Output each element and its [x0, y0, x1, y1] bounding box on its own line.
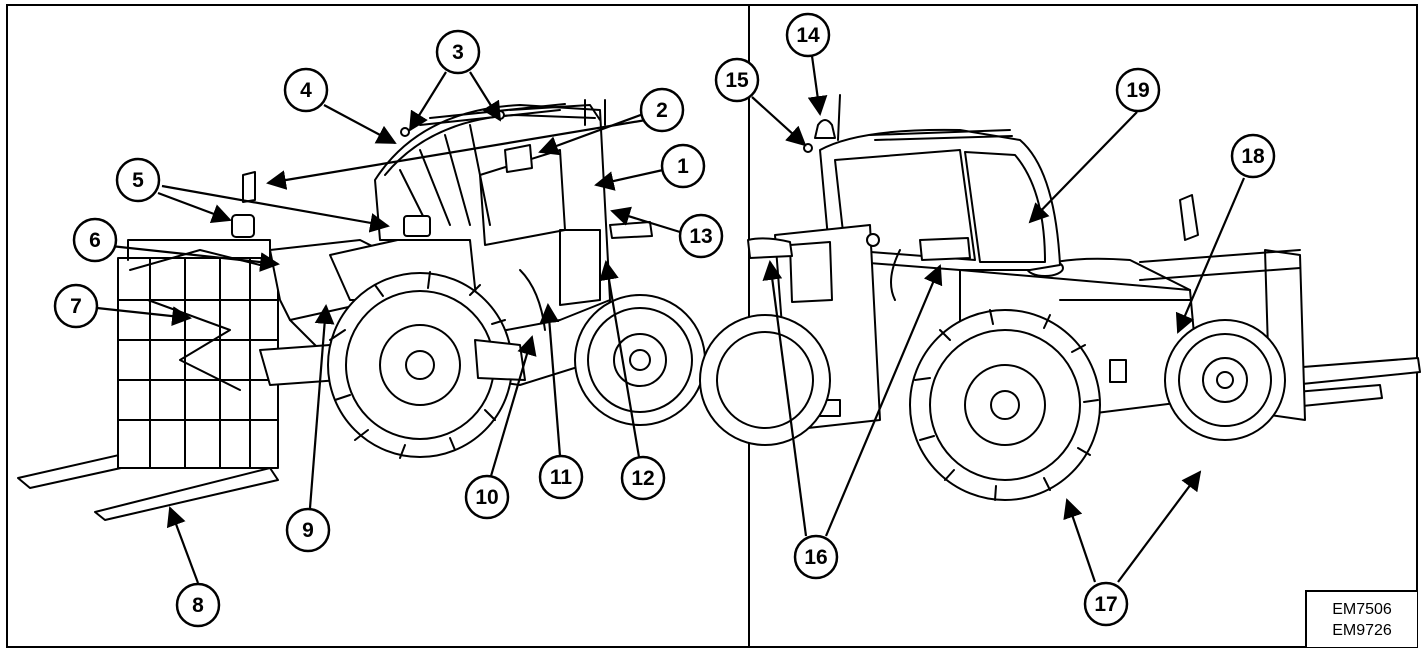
callout-number: 4: [300, 79, 312, 102]
callout-number: 13: [689, 225, 712, 248]
callout-number: 12: [631, 467, 654, 490]
callout-11: 11: [538, 454, 584, 500]
callout-number: 1: [677, 155, 689, 178]
callout-leader-lines: [96, 55, 1246, 584]
callout-number: 10: [475, 486, 498, 509]
callout-5: 5: [115, 157, 161, 203]
callout-number: 3: [452, 41, 464, 64]
callout-number: 18: [1241, 145, 1265, 168]
callout-8: 8: [175, 582, 221, 628]
callout-6: 6: [72, 217, 118, 263]
callout-number: 11: [550, 466, 573, 489]
callout-10: 10: [464, 474, 510, 520]
callout-number: 17: [1094, 593, 1117, 616]
callout-2: 2: [639, 87, 685, 133]
left-view-frame: [6, 4, 750, 648]
callout-3: 3: [435, 29, 481, 75]
callout-18: 18: [1230, 133, 1276, 179]
callout-number: 8: [192, 594, 204, 617]
callout-number: 16: [804, 546, 827, 569]
callout-17: 17: [1083, 581, 1129, 627]
left-telehandler-drawing: [17, 99, 706, 521]
callout-4: 4: [283, 67, 329, 113]
callout-14: 14: [785, 12, 831, 58]
callout-number: 15: [725, 69, 749, 92]
callout-number: 7: [70, 295, 82, 318]
callout-7: 7: [53, 283, 99, 329]
callout-1: 1: [660, 143, 706, 189]
callout-12: 12: [620, 455, 666, 501]
callout-number: 14: [796, 24, 820, 47]
callout-15: 15: [714, 57, 760, 103]
callout-9: 9: [285, 507, 331, 553]
callout-number: 5: [132, 169, 144, 192]
reference-code: EM9726: [1332, 621, 1392, 639]
callout-number: 9: [302, 519, 314, 542]
callout-number: 19: [1126, 79, 1149, 102]
callout-number: 2: [656, 99, 668, 122]
callout-number: 6: [89, 229, 101, 252]
callout-16: 16: [793, 534, 839, 580]
figure-reference-box: EM7506 EM9726: [1305, 590, 1417, 647]
callout-19: 19: [1115, 67, 1161, 113]
callout-13: 13: [678, 213, 724, 259]
right-telehandler-drawing: [699, 94, 1421, 501]
reference-code: EM7506: [1332, 600, 1392, 618]
